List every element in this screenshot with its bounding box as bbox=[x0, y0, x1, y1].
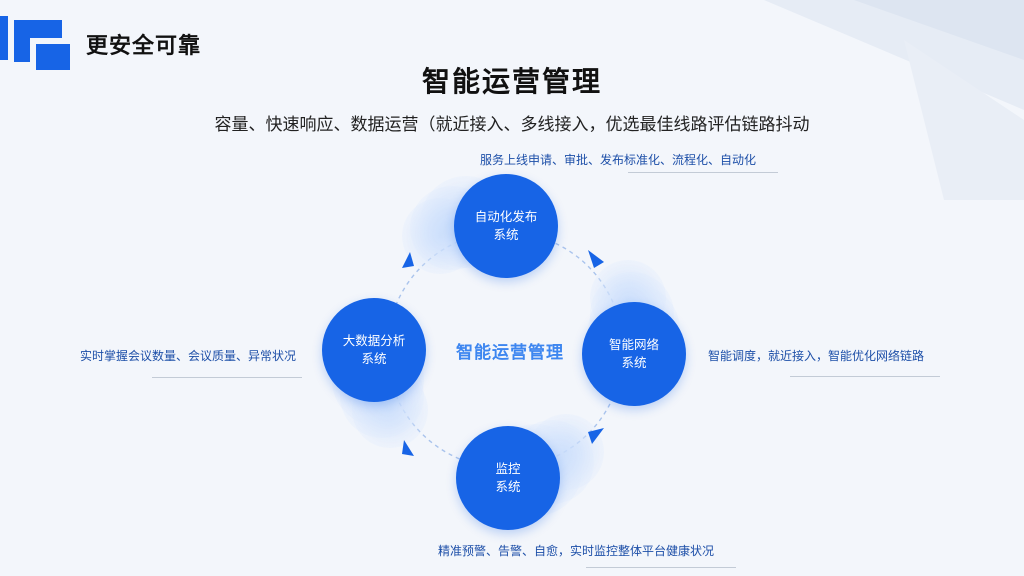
annotation-bigdata: 实时掌握会议数量、会议质量、异常状况 bbox=[80, 349, 297, 363]
header-title: 更安全可靠 bbox=[86, 34, 202, 59]
node-label-line1: 监控 bbox=[495, 461, 521, 476]
diagram-center-label: 智能运营管理 bbox=[456, 343, 564, 363]
page-title: 智能运营管理 bbox=[421, 65, 602, 98]
node-bigdata[interactable]: 大数据分析 系统 bbox=[322, 298, 426, 402]
node-label-line2: 系统 bbox=[361, 351, 387, 366]
annotation-smart-network: 智能调度，就近接入，智能优化网络链路 bbox=[708, 349, 925, 363]
annotation-monitoring: 精准预警、告警、自愈，实时监控整体平台健康状况 bbox=[438, 544, 715, 558]
corner-decoration bbox=[764, 0, 1024, 200]
arrow-top-right bbox=[588, 250, 604, 268]
node-label-line1: 大数据分析 bbox=[342, 333, 406, 348]
node-label-line2: 系统 bbox=[495, 479, 521, 494]
node-label-line1: 智能网络 bbox=[608, 337, 659, 352]
node-label-line2: 系统 bbox=[493, 227, 519, 242]
node-monitoring[interactable]: 监控 系统 bbox=[456, 426, 560, 530]
logo-mark bbox=[0, 16, 70, 70]
page-subtitle: 容量、快速响应、数据运营（就近接入、多线接入，优选最佳线路评估链路抖动 bbox=[214, 115, 810, 135]
arrow-right-bottom bbox=[588, 428, 604, 444]
arrow-left-top bbox=[402, 252, 414, 268]
node-label-line2: 系统 bbox=[621, 355, 647, 370]
node-smart-network[interactable]: 智能网络 系统 bbox=[582, 302, 686, 406]
arrow-bottom-left bbox=[402, 440, 414, 456]
node-label-line1: 自动化发布 bbox=[474, 209, 538, 224]
annotation-auto-release: 服务上线申请、审批、发布标准化、流程化、自动化 bbox=[480, 153, 757, 167]
node-auto-release[interactable]: 自动化发布 系统 bbox=[454, 174, 558, 278]
annotation-underline bbox=[152, 377, 302, 378]
annotation-underline bbox=[586, 567, 736, 568]
annotation-underline bbox=[790, 376, 940, 377]
annotation-underline bbox=[628, 172, 778, 173]
